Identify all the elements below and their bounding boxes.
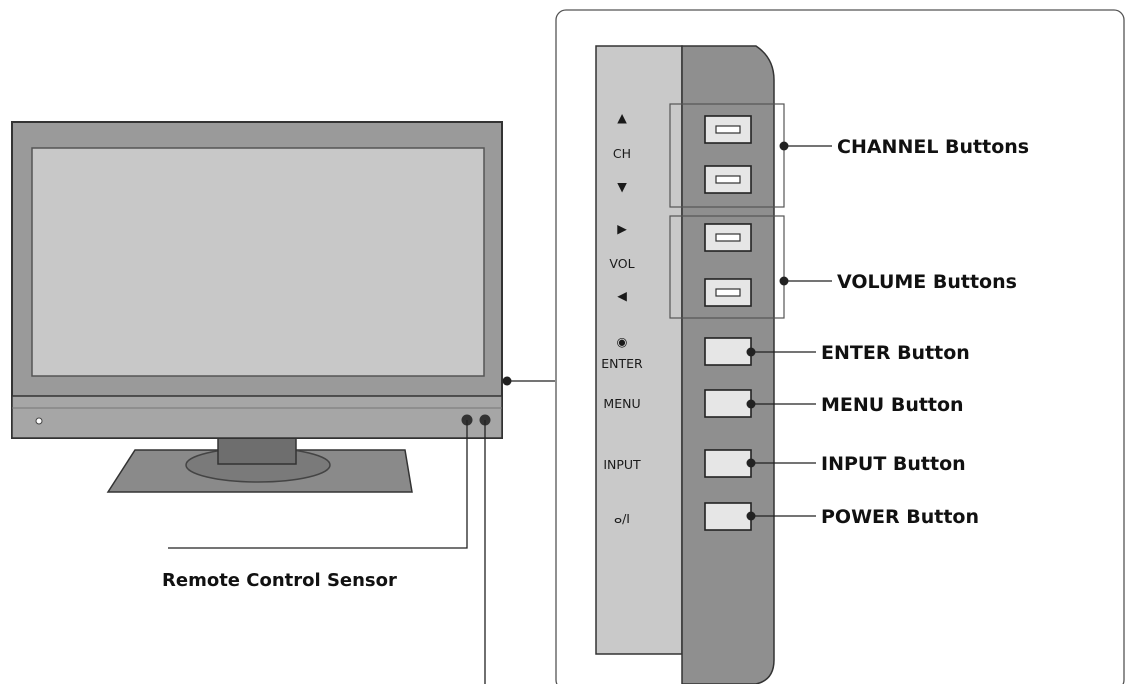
ch-up-icon: ▲ xyxy=(617,110,627,125)
volume-buttons-label: VOLUME Buttons xyxy=(837,271,1017,293)
menu-button-label: MENU Button xyxy=(821,394,964,416)
volume-down-button[interactable] xyxy=(704,278,752,307)
ch-label: CH xyxy=(613,146,631,161)
input-button[interactable] xyxy=(704,449,752,478)
menu-label: MENU xyxy=(603,396,640,411)
input-label: INPUT xyxy=(603,457,641,472)
tv-screen xyxy=(31,147,485,377)
vol-label: VOL xyxy=(609,256,634,271)
remote-sensor-leader xyxy=(168,420,468,549)
power-symbol-icon: ⴰ/I xyxy=(614,511,630,526)
vol-down-icon: ◀ xyxy=(617,288,627,303)
input-button-label: INPUT Button xyxy=(821,453,966,475)
channel-down-button[interactable] xyxy=(704,165,752,194)
remote-sensor-label: Remote Control Sensor xyxy=(162,570,397,591)
vol-up-icon: ▶ xyxy=(617,221,627,236)
callout-leaders xyxy=(746,141,832,521)
side-panel: ▲ CH ▼ ▶ VOL ◀ ◉ ENTER MENU INPUT ⴰ/I xyxy=(595,45,785,684)
channel-group-box xyxy=(669,103,785,208)
tv-stand-neck xyxy=(217,435,297,465)
volume-up-button[interactable] xyxy=(704,223,752,252)
tv-bottom-bezel xyxy=(11,395,503,439)
enter-label: ENTER xyxy=(601,356,643,371)
power-led-icon xyxy=(35,417,43,425)
detail-box xyxy=(555,9,1125,684)
power-button-label: POWER Button xyxy=(821,506,979,528)
channel-up-button[interactable] xyxy=(704,115,752,144)
ch-down-icon: ▼ xyxy=(617,179,627,194)
enter-symbol-icon: ◉ xyxy=(617,334,628,349)
power-button[interactable] xyxy=(704,502,752,531)
volume-group-box xyxy=(669,215,785,319)
panel-front-face xyxy=(595,45,683,655)
enter-button-label: ENTER Button xyxy=(821,342,970,364)
tv-illustration: Remote Control Sensor xyxy=(11,121,555,684)
channel-buttons-label: CHANNEL Buttons xyxy=(837,136,1029,158)
enter-button[interactable] xyxy=(704,337,752,366)
menu-button[interactable] xyxy=(704,389,752,418)
